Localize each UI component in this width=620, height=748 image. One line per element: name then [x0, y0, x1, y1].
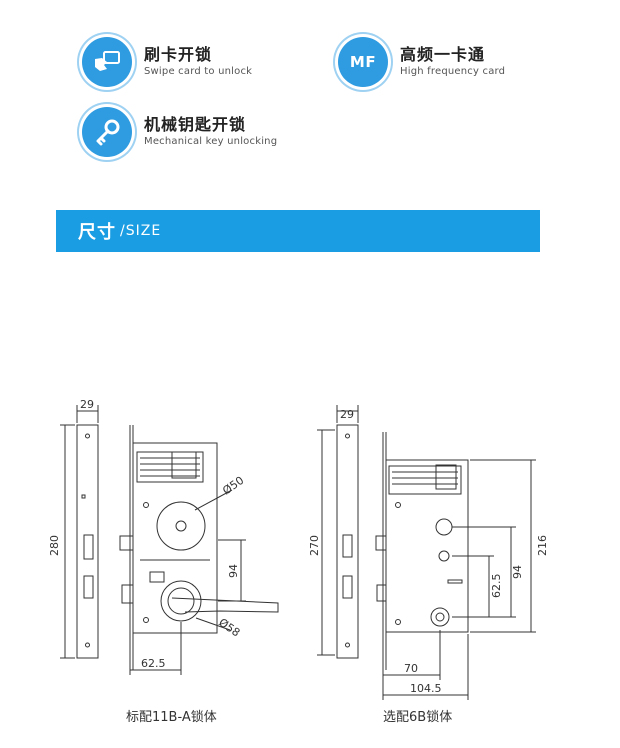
right-dim-sub: 62.5: [490, 574, 503, 599]
feature-title: 高频一卡通: [400, 45, 486, 64]
left-caption: 标配11B-A锁体: [126, 710, 217, 725]
feature-hf-card: MF 高频一卡通 High frequency card: [338, 37, 505, 87]
feature-mechanical-key: 机械钥匙开锁 Mechanical key unlocking: [82, 107, 277, 157]
left-dim-knob-dia: Ø50: [220, 474, 246, 498]
left-dim-handle-dia: Ø58: [216, 616, 242, 640]
feature-title: 机械钥匙开锁: [144, 115, 247, 134]
size-section-header: 尺寸 /SIZE: [56, 210, 540, 252]
right-dim-height-outer: 270: [308, 535, 321, 556]
right-dim-height-inner: 216: [536, 535, 549, 556]
left-dim-height: 280: [48, 535, 61, 556]
feature-subtitle: High frequency card: [400, 66, 506, 77]
feature-subtitle: Mechanical key unlocking: [144, 136, 278, 147]
section-title-en: /SIZE: [120, 223, 162, 239]
feature-swipe-card: 刷卡开锁 Swipe card to unlock: [82, 37, 252, 87]
left-dim-center: 94: [227, 564, 240, 578]
card-swipe-icon: [82, 37, 132, 87]
key-icon: [82, 107, 132, 157]
mf-icon: MF: [338, 37, 388, 87]
feature-title: 刷卡开锁: [144, 45, 213, 64]
right-dim-width: 29: [340, 408, 354, 421]
right-dim-backset: 70: [404, 662, 418, 675]
right-dim-total: 104.5: [410, 682, 442, 695]
right-dim-center: 94: [511, 565, 524, 579]
left-dim-backset: 62.5: [141, 657, 166, 670]
mf-icon-text: MF: [349, 53, 377, 71]
feature-subtitle: Swipe card to unlock: [144, 66, 253, 77]
section-title-zh: 尺寸: [78, 222, 116, 243]
right-caption: 选配6B锁体: [383, 710, 453, 725]
left-dim-width: 29: [80, 398, 94, 411]
